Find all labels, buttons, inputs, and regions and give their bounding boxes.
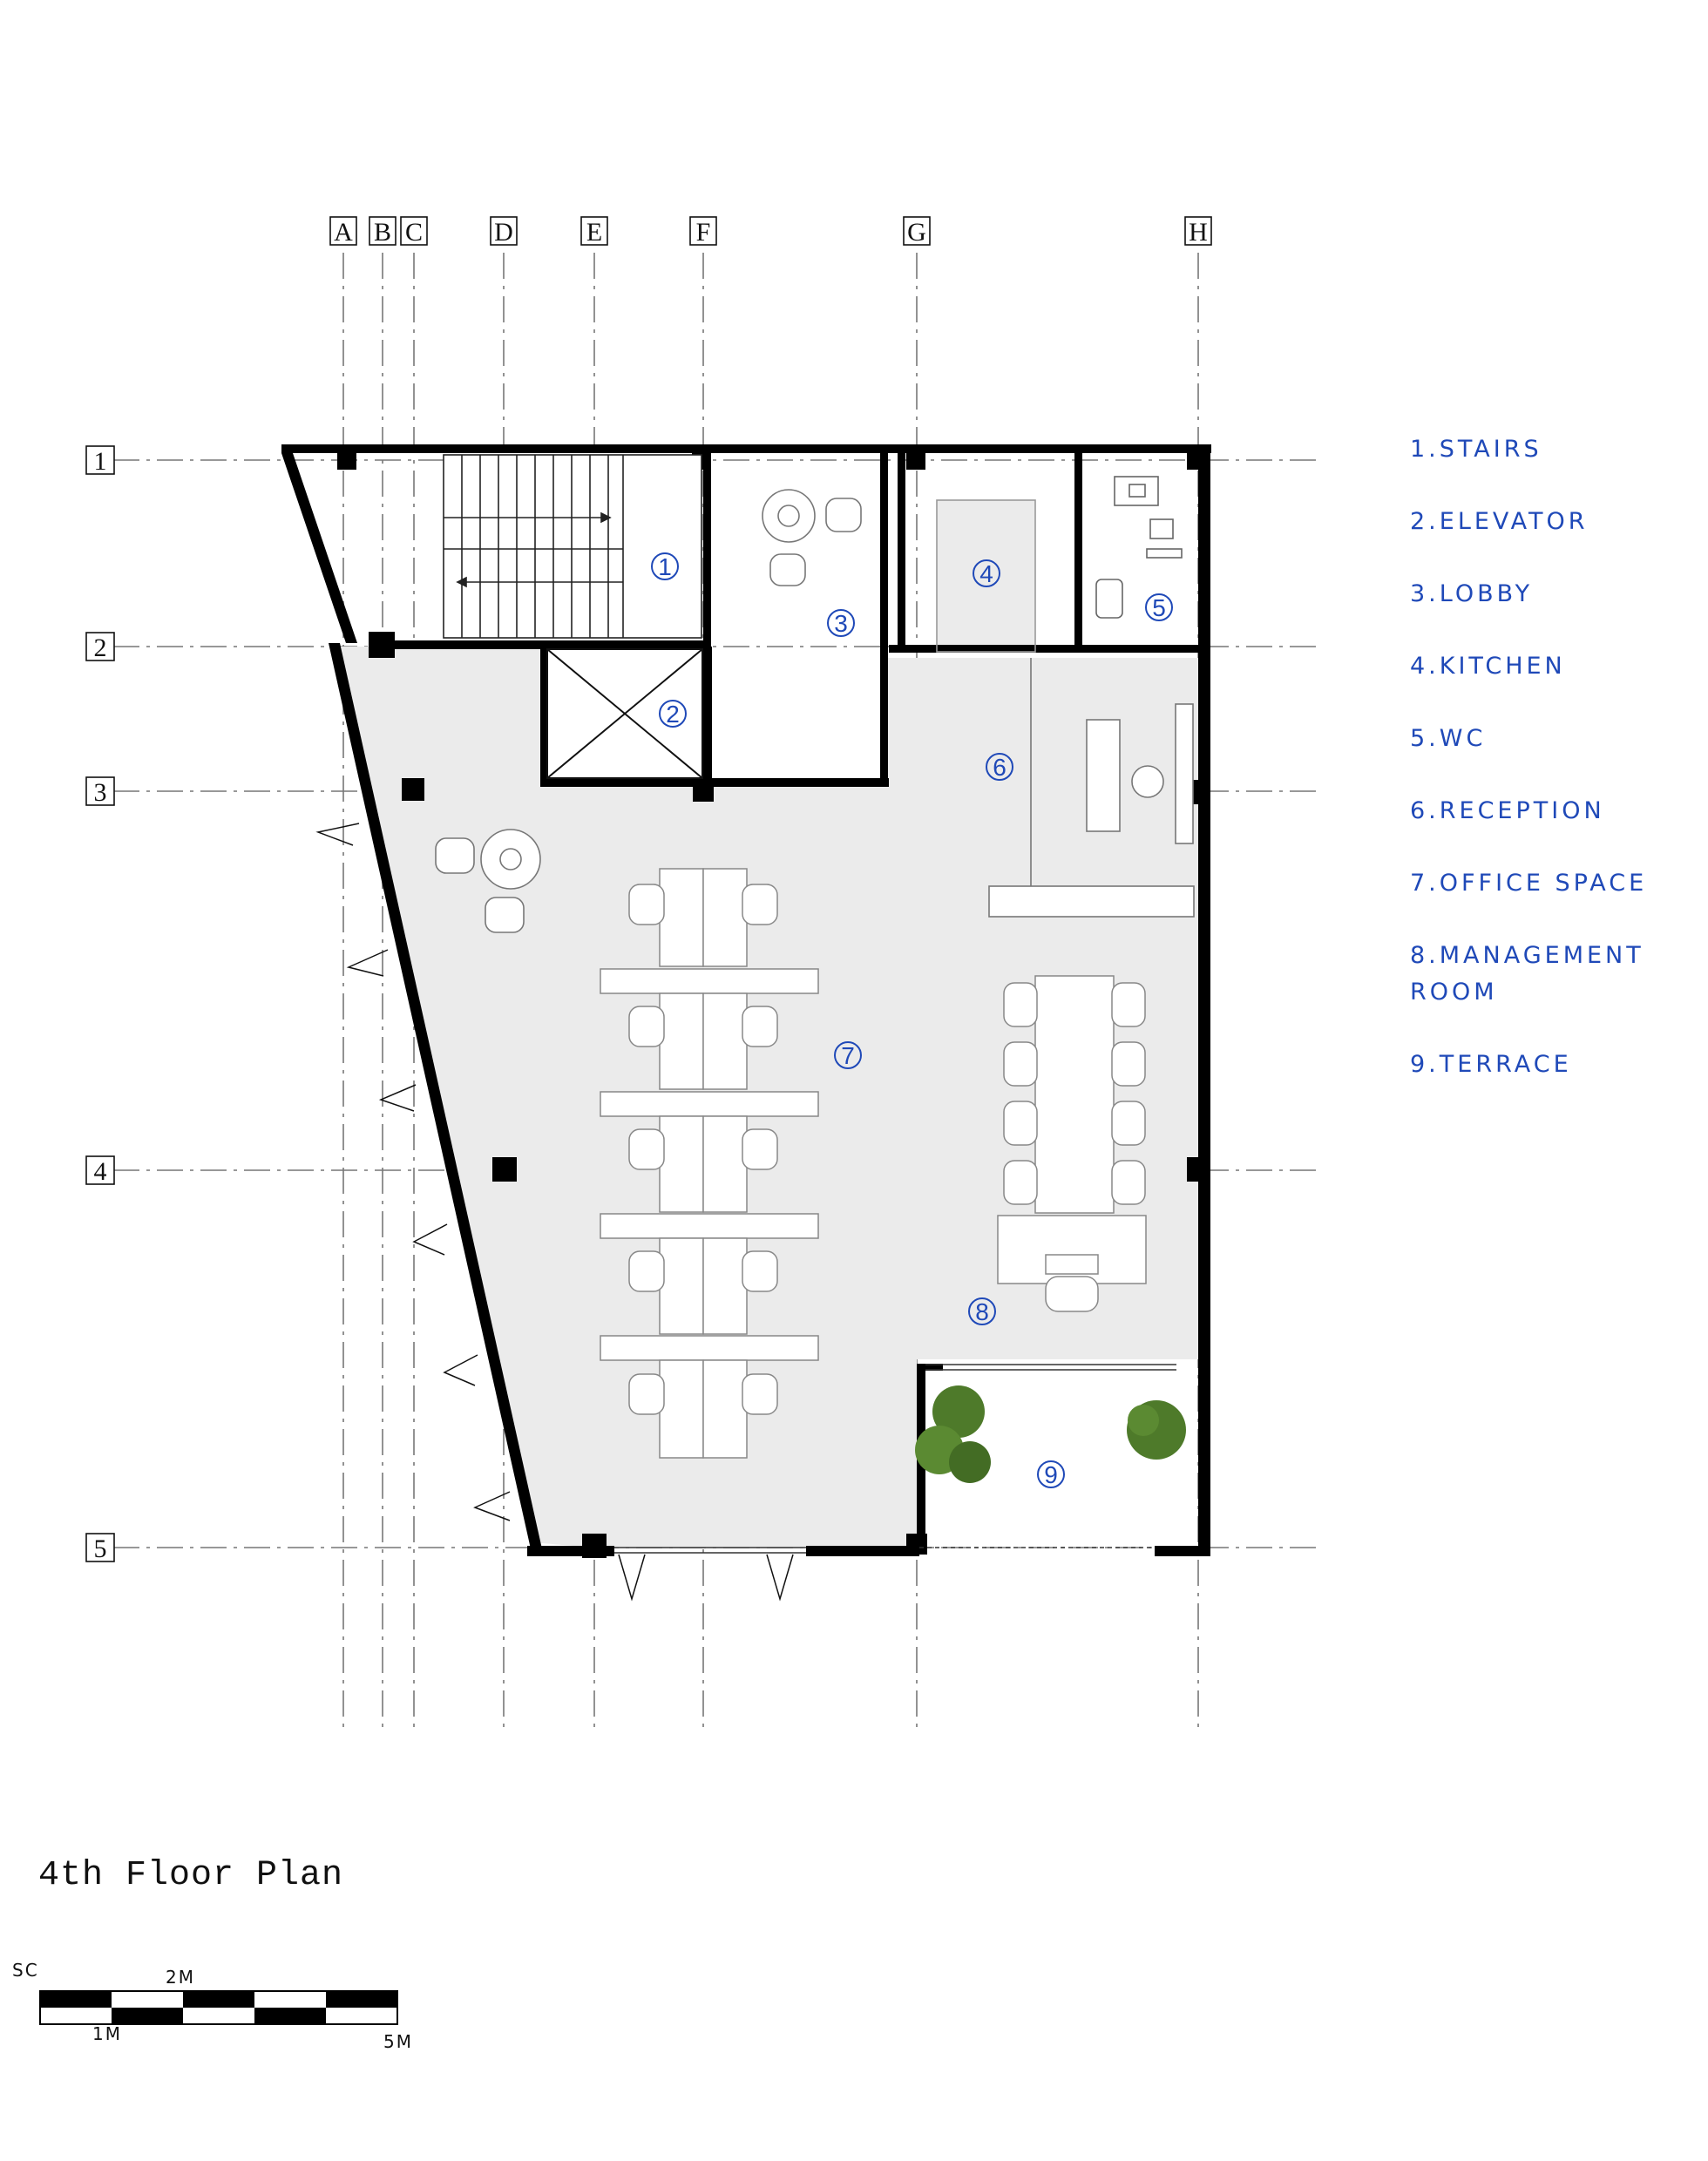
wall-top xyxy=(281,444,1211,453)
svg-text:8: 8 xyxy=(975,1298,989,1325)
wall-lobby-right xyxy=(880,453,888,782)
room-numbers: 1 2 3 4 5 6 7 8 9 xyxy=(651,552,1173,1488)
room-number-2: 2 xyxy=(659,700,687,728)
svg-text:H: H xyxy=(1189,218,1208,247)
wall-elevator-top xyxy=(372,640,703,649)
svg-text:2M: 2M xyxy=(166,1967,195,1988)
svg-text:4: 4 xyxy=(94,1157,107,1186)
kitchen-counter-fill xyxy=(937,500,1035,652)
grid-label-5: 5 xyxy=(85,1533,115,1563)
elevator-shaft xyxy=(546,648,703,779)
svg-text:1M: 1M xyxy=(92,2023,122,2044)
grid-label-e: E xyxy=(580,216,608,247)
room-number-8: 8 xyxy=(968,1297,996,1325)
svg-text:6: 6 xyxy=(993,754,1006,781)
kitchen-counter xyxy=(936,499,1036,653)
grid-label-2: 2 xyxy=(85,632,115,662)
reception-furniture xyxy=(988,658,1195,918)
svg-text:2: 2 xyxy=(94,633,107,662)
svg-text:5: 5 xyxy=(1152,594,1166,621)
grid-label-c: C xyxy=(400,216,428,247)
room-number-1: 1 xyxy=(651,552,679,580)
wall-kitchen-right xyxy=(1074,453,1082,652)
legend-item-wc: 5.WC xyxy=(1410,725,1487,752)
svg-text:A: A xyxy=(334,218,353,247)
svg-text:G: G xyxy=(907,218,926,247)
svg-text:1: 1 xyxy=(94,447,107,476)
grid-row-labels: 1 2 3 4 5 xyxy=(85,445,115,1563)
svg-text:3: 3 xyxy=(834,610,848,637)
room-number-6: 6 xyxy=(986,753,1013,781)
svg-text:B: B xyxy=(374,218,391,247)
room-number-9: 9 xyxy=(1037,1460,1065,1488)
wall-elevator-bottom xyxy=(540,778,889,787)
lobby-furniture xyxy=(762,489,862,586)
svg-text:2: 2 xyxy=(666,701,680,728)
wall-bottom-mid xyxy=(806,1546,919,1556)
svg-text:E: E xyxy=(586,218,602,247)
legend-item-office-space: 7.OFFICE SPACE xyxy=(1410,870,1648,897)
grid-label-g: G xyxy=(903,216,931,247)
grid-label-1: 1 xyxy=(85,445,115,476)
wall-right xyxy=(1198,444,1210,1555)
walls xyxy=(281,444,1211,1556)
office-desks xyxy=(600,868,819,1459)
room-legend: 1.STAIRS 2.ELEVATOR 3.LOBBY 4.KITCHEN 5.… xyxy=(1410,431,1698,1119)
svg-text:5M: 5M xyxy=(383,2031,413,2052)
grid-column-labels: A B C D E F G H xyxy=(329,216,1212,247)
legend-item-terrace: 9.TERRACE xyxy=(1410,1051,1572,1078)
wall-terrace-top-left xyxy=(917,1364,943,1371)
window-lines xyxy=(614,1364,1176,1554)
wall-bottom-right xyxy=(1155,1546,1210,1556)
legend-item-kitchen: 4.KITCHEN xyxy=(1410,653,1566,680)
svg-text:SC: SC xyxy=(12,1960,39,1981)
wall-kitchen-bottom xyxy=(889,645,1203,653)
tree-icon xyxy=(932,1385,985,1438)
plan-title: 4th Floor Plan xyxy=(38,1856,344,1895)
room-number-7: 7 xyxy=(834,1041,862,1069)
lounge-furniture xyxy=(435,829,541,933)
legend-item-reception: 6.RECEPTION xyxy=(1410,797,1605,824)
grid-label-b: B xyxy=(369,216,396,247)
wall-elevator-right xyxy=(703,647,712,786)
facade-doors xyxy=(315,823,794,1602)
svg-text:4: 4 xyxy=(979,560,993,587)
stairs-drawing xyxy=(443,454,702,639)
wall-lobby-left xyxy=(898,453,905,652)
legend-item-management-room: 8.MANAGEMENT ROOM xyxy=(1410,942,1644,1006)
grid-label-4: 4 xyxy=(85,1155,115,1186)
svg-text:C: C xyxy=(405,218,423,247)
svg-text:7: 7 xyxy=(841,1042,855,1069)
management-furniture xyxy=(997,975,1147,1312)
legend-item-stairs: 1.STAIRS xyxy=(1410,436,1542,463)
grid-label-h: H xyxy=(1184,216,1212,247)
grid-label-a: A xyxy=(329,216,357,247)
wall-northwest xyxy=(281,453,357,643)
wall-stairs-right xyxy=(703,453,711,647)
scale-bar: SC 2M 1M 5M xyxy=(12,1960,413,2052)
wall-west-slant xyxy=(329,643,543,1553)
svg-text:9: 9 xyxy=(1044,1461,1058,1488)
room-number-4: 4 xyxy=(973,559,1000,587)
svg-text:D: D xyxy=(494,218,513,247)
grid-label-3: 3 xyxy=(85,776,115,807)
terrace-fill xyxy=(924,1370,1196,1542)
grid-label-f: F xyxy=(689,216,717,247)
grid-label-d: D xyxy=(490,216,518,247)
wc-fixtures xyxy=(1095,476,1183,619)
wall-elevator-left xyxy=(540,647,549,786)
office-chairs xyxy=(628,884,778,1415)
svg-text:1: 1 xyxy=(658,553,672,580)
legend-item-lobby: 3.LOBBY xyxy=(1410,580,1534,607)
svg-text:F: F xyxy=(696,218,711,247)
room-number-5: 5 xyxy=(1145,593,1173,621)
terrace-greenery xyxy=(915,1385,1186,1483)
legend-item-elevator: 2.ELEVATOR xyxy=(1410,508,1589,535)
room-number-3: 3 xyxy=(827,609,855,637)
svg-text:5: 5 xyxy=(94,1534,107,1563)
svg-text:3: 3 xyxy=(94,778,107,807)
